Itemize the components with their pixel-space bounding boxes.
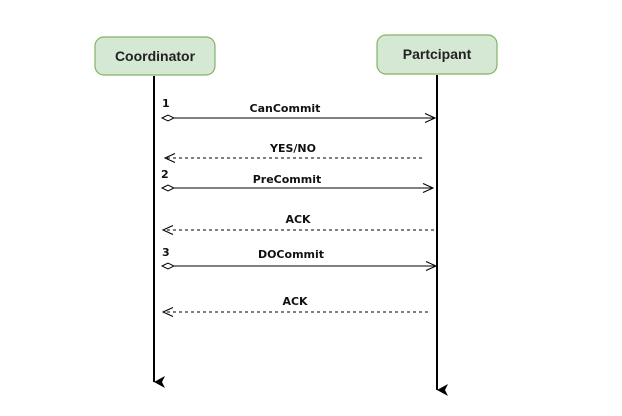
message-docommit: 3 DOCommit [162, 246, 436, 266]
message-yes-no: YES/NO [165, 142, 422, 158]
actor-participant-label: Partcipant [403, 46, 472, 62]
message-precommit: 2 PreCommit [161, 168, 433, 188]
actor-coordinator-box [94, 36, 216, 76]
message-label: ACK [282, 295, 308, 308]
message-ack-2: ACK [163, 295, 428, 312]
actor-coordinator: Coordinator [94, 36, 216, 76]
step-number: 3 [162, 246, 170, 259]
message-label: YES/NO [269, 142, 316, 155]
step-number: 2 [161, 168, 169, 181]
step-number: 1 [162, 97, 170, 110]
message-label: ACK [285, 213, 311, 226]
message-ack-1: ACK [163, 213, 434, 230]
message-label: DOCommit [258, 248, 324, 261]
message-label: CanCommit [250, 102, 321, 115]
message-cancommit: 1 CanCommit [162, 97, 435, 118]
message-label: PreCommit [253, 173, 322, 186]
actor-participant: Partcipant [376, 34, 498, 75]
actor-coordinator-label: Coordinator [115, 48, 196, 64]
actor-participant-box [376, 34, 498, 75]
